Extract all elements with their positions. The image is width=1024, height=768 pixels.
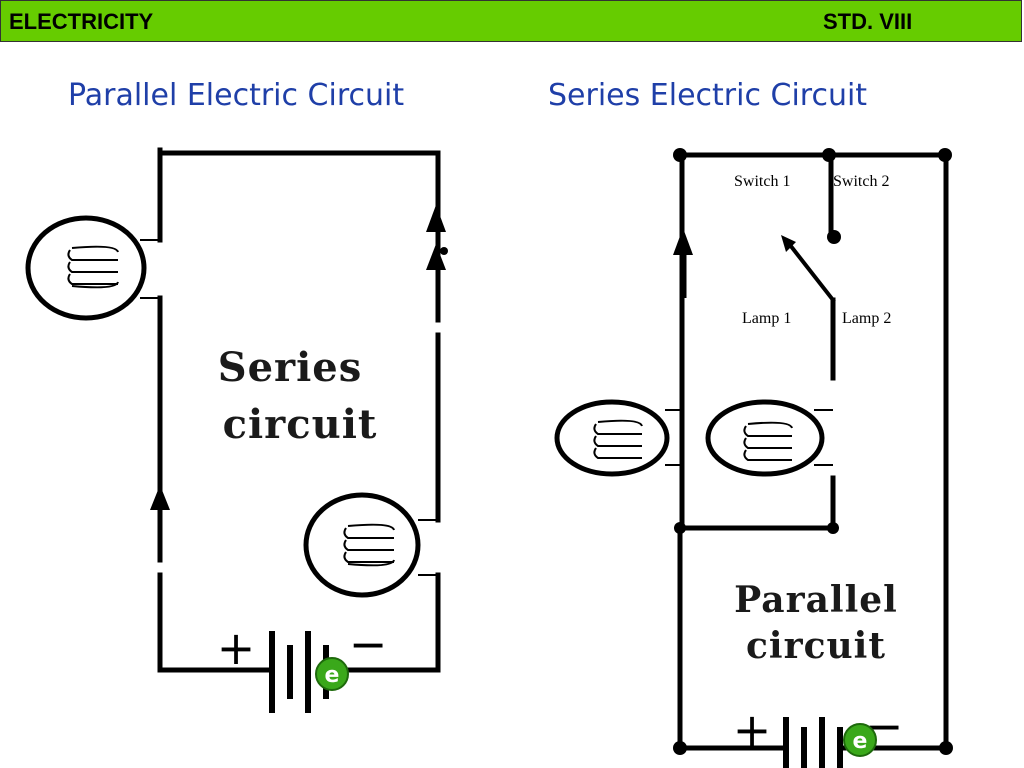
lamp1-label: Lamp 1 <box>742 310 791 327</box>
electron-icon: e <box>315 657 349 691</box>
plus-sign: + <box>217 621 256 675</box>
bulb-icon <box>705 399 833 477</box>
bulb-icon <box>554 399 682 477</box>
lamp2-label: Lamp 2 <box>842 310 891 327</box>
series-label-line2: circuit <box>223 401 378 448</box>
parallel-circuit-title: Parallel Electric Circuit <box>68 78 405 113</box>
parallel-label-line1: Parallel <box>734 579 898 621</box>
arrow-up-icon <box>426 205 448 270</box>
subject-title: ELECTRICITY <box>9 9 154 34</box>
electron-icon: e <box>843 723 877 757</box>
bulb-icon <box>25 215 160 321</box>
switch-arrow-icon <box>781 235 796 252</box>
arrow-up-icon <box>673 228 693 298</box>
junction-dots <box>673 148 953 755</box>
svg-text:e: e <box>853 729 868 754</box>
switch-lever <box>787 242 836 303</box>
right-circuit <box>677 152 949 768</box>
parallel-label-line2: circuit <box>746 625 886 667</box>
series-label-line1: Series <box>218 344 363 391</box>
grade-label: STD. VIII <box>823 9 913 34</box>
bulb-icon <box>303 492 438 598</box>
svg-text:e: e <box>325 663 340 688</box>
series-circuit-title: Series Electric Circuit <box>548 78 868 113</box>
switch1-label: Switch 1 <box>734 173 790 190</box>
minus-sign: − <box>349 617 388 671</box>
arrow-up-icon <box>150 485 170 560</box>
header-bar: ELECTRICITY STD. VIII <box>0 0 1022 42</box>
switch2-label: Switch 2 <box>833 173 889 190</box>
plus-sign: + <box>733 703 772 757</box>
